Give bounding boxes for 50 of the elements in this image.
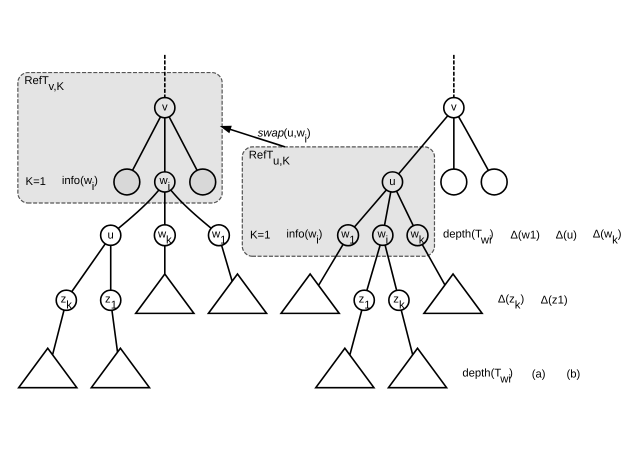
connector	[318, 244, 344, 286]
connector	[71, 243, 106, 292]
arrow	[220, 126, 286, 148]
node-triangle	[206, 272, 268, 314]
node-circle	[113, 168, 141, 196]
label: K=1	[26, 176, 46, 188]
connector	[164, 246, 166, 274]
node-circle	[440, 168, 468, 196]
node-triangle	[314, 346, 376, 388]
connector	[118, 190, 160, 230]
connector	[164, 192, 166, 225]
node-circle: u	[382, 171, 404, 193]
label: Δ(u)	[556, 229, 577, 242]
connector	[349, 310, 363, 356]
connector	[398, 115, 448, 174]
node-circle: v	[442, 96, 465, 119]
label: K=1	[250, 229, 270, 242]
node-triangle	[134, 272, 196, 314]
connector	[422, 244, 446, 286]
node-triangle	[90, 346, 152, 388]
label: (b)	[566, 368, 580, 381]
connector	[453, 54, 455, 98]
connector	[111, 310, 118, 352]
node-circle	[189, 168, 216, 196]
connector	[354, 189, 387, 228]
connector	[458, 116, 490, 171]
connector	[453, 118, 455, 169]
node-triangle	[422, 272, 484, 314]
label: (a)	[532, 368, 546, 381]
connector	[366, 244, 381, 291]
node-triangle	[17, 346, 78, 388]
connector	[400, 310, 414, 356]
node-triangle	[386, 346, 448, 388]
connector	[110, 245, 112, 290]
connector	[170, 190, 212, 229]
connector	[384, 192, 392, 226]
connector	[220, 245, 233, 282]
node-triangle	[279, 272, 341, 314]
connector	[52, 310, 65, 356]
connector	[384, 244, 398, 291]
connector	[132, 116, 162, 171]
label: Δ(z1)	[540, 294, 568, 306]
label: Δ(w1)	[510, 229, 540, 242]
node-circle	[480, 168, 508, 196]
node-circle: u	[100, 224, 122, 246]
connector	[164, 54, 166, 98]
connector	[164, 118, 166, 172]
connector	[396, 190, 414, 226]
connector	[168, 116, 198, 171]
node-circle: v	[154, 96, 176, 119]
